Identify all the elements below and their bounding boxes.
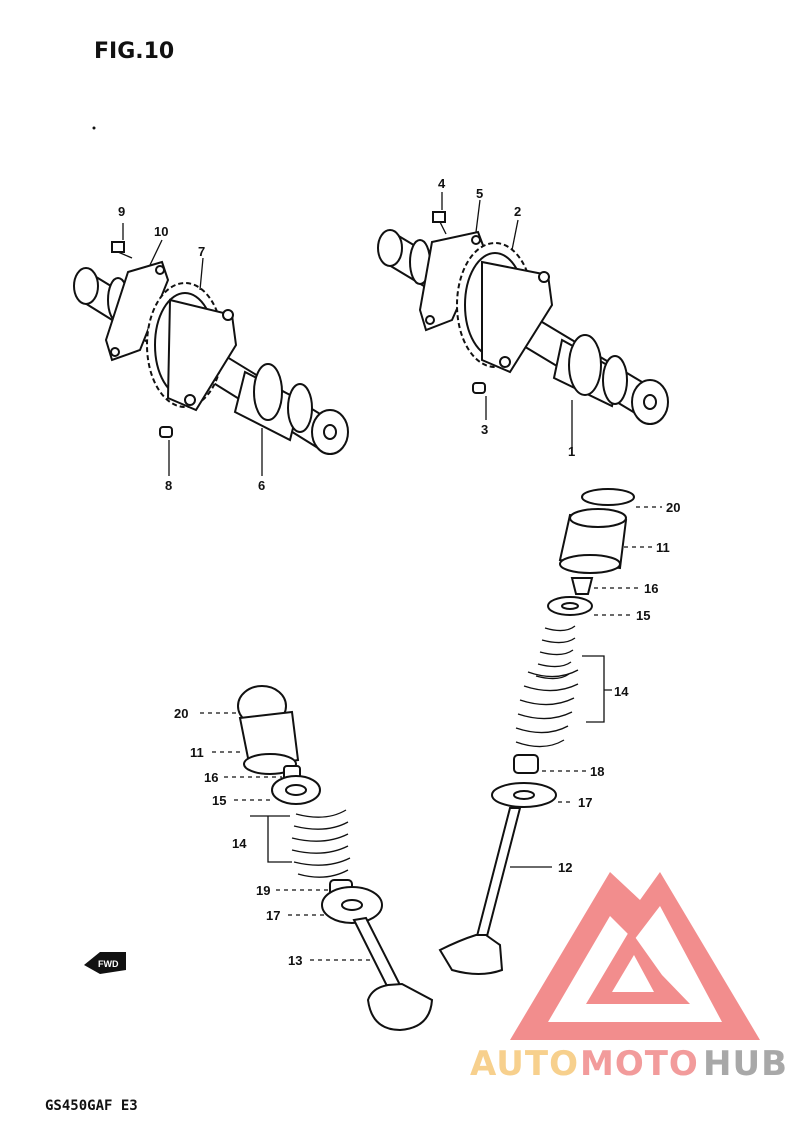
callout-13: 13 [288,953,302,968]
callout-9: 9 [118,204,125,219]
callout-1: 1 [568,444,575,459]
callout-5: 5 [476,186,483,201]
callout-3: 3 [481,422,488,437]
spring-left [291,809,351,878]
callout-10: 10 [154,224,168,239]
valve-12 [438,807,522,975]
dowel-8 [159,426,173,438]
tappet-11-left [238,710,300,775]
tappet-11-right [558,508,628,574]
callout-17-right: 17 [578,795,592,810]
watermark-hub: HUB [703,1044,788,1084]
callout-14-right: 14 [614,684,629,699]
callout-19: 19 [256,883,270,898]
watermark-auto: AUTO [470,1044,579,1084]
watermark-logo: AUTO MOTO HUB [470,872,788,1084]
callout-2: 2 [514,204,521,219]
seal-18 [513,754,539,774]
callout-20-left: 20 [174,706,188,721]
seat-17-left [321,886,383,924]
callout-12: 12 [558,860,572,875]
callout-17-left: 17 [266,908,280,923]
sprocket-left [146,282,238,412]
callout-11-right: 11 [656,540,670,555]
cotter-16-right [570,577,594,595]
watermark-moto: MOTO [580,1044,699,1084]
callout-14-left: 14 [232,836,247,851]
retainer-15-right [547,596,593,616]
bolt-4 [432,211,447,235]
retainer-15-left [271,775,321,805]
callout-15-right: 15 [636,608,650,623]
callout-7: 7 [198,244,205,259]
fwd-arrow: FWD [84,952,126,974]
callout-16-left: 16 [204,770,218,785]
seat-17-right [491,782,557,808]
spring-inner-right [535,625,576,680]
callout-15-left: 15 [212,793,226,808]
leader-lines [122,192,662,961]
callout-8: 8 [165,478,172,493]
callout-6: 6 [258,478,265,493]
valve-13 [352,916,434,1032]
speck [92,126,96,130]
callouts: 9 10 7 8 6 4 5 2 3 1 20 11 16 15 14 18 1… [118,176,680,968]
bolt-9 [111,241,133,259]
callout-18: 18 [590,764,604,779]
spring-outer-right [515,669,579,748]
callout-16-right: 16 [644,581,658,596]
callout-4: 4 [438,176,446,191]
sprocket-right [456,242,554,374]
callout-20-right: 20 [666,500,680,515]
bearing-plate-right [418,230,486,332]
fwd-label: FWD [98,959,119,969]
shim-20-right [581,488,635,506]
figure-title: FIG.10 [94,39,174,64]
dowel-3 [472,382,486,394]
callout-11-left: 11 [190,745,204,760]
bearing-plate-left [104,260,170,362]
model-code: GS450GAF E3 [45,1098,138,1114]
